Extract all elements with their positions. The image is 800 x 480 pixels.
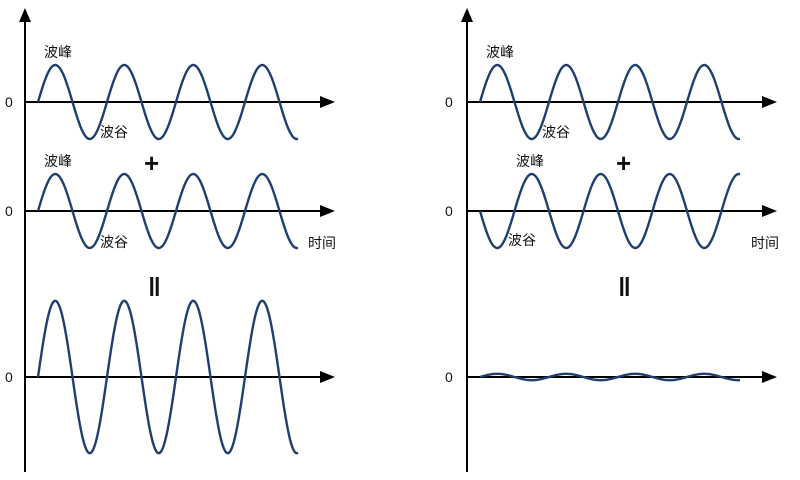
left-wave-2: [36, 172, 299, 250]
right-axis-1-arrowhead: [762, 96, 777, 108]
left-zero-label-1: 0: [5, 94, 13, 110]
right-trough-label-1: 波谷: [542, 125, 570, 141]
left-time-label: 时间: [308, 236, 336, 252]
right-crest-label-1: 波峰: [486, 45, 514, 61]
panel-destructive: 0 波峰 波谷 + 0 波峰 波谷 时间 ǁ 0: [445, 8, 779, 472]
right-wave-2: [478, 172, 741, 250]
right-axis-sum-arrowhead: [762, 371, 777, 383]
left-trough-label-2: 波谷: [100, 235, 128, 251]
right-wave-1: [478, 63, 741, 141]
right-time-label: 时间: [751, 236, 779, 252]
right-equals-sign: ǁ: [618, 272, 631, 302]
right-sum-wave: [479, 372, 740, 382]
left-plus-sign: +: [144, 148, 159, 178]
right-zero-label-1: 0: [445, 94, 453, 110]
left-sum-wave: [36, 299, 299, 455]
left-wave-1: [36, 63, 299, 141]
left-axis-2-arrowhead: [320, 205, 335, 217]
right-zero-label-2: 0: [445, 203, 453, 219]
left-zero-label-sum: 0: [5, 369, 13, 385]
left-crest-label-1: 波峰: [44, 45, 72, 61]
left-zero-label-2: 0: [5, 203, 13, 219]
left-axis-1-arrowhead: [320, 96, 335, 108]
right-vertical-axis-arrowhead: [461, 8, 473, 22]
left-equals-sign: ǁ: [148, 272, 161, 302]
left-crest-label-2: 波峰: [44, 154, 72, 170]
right-plus-sign: +: [616, 148, 631, 178]
right-axis-2-arrowhead: [762, 205, 777, 217]
right-crest-label-2: 波峰: [516, 154, 544, 170]
right-zero-label-sum: 0: [445, 369, 453, 385]
right-trough-label-2: 波谷: [508, 233, 536, 249]
left-axis-sum-arrowhead: [320, 371, 335, 383]
left-trough-label-1: 波谷: [100, 125, 128, 141]
left-vertical-axis-arrowhead: [19, 8, 31, 22]
panel-constructive: 0 波峰 波谷 + 0 波峰 波谷 时间 ǁ 0: [5, 8, 336, 472]
